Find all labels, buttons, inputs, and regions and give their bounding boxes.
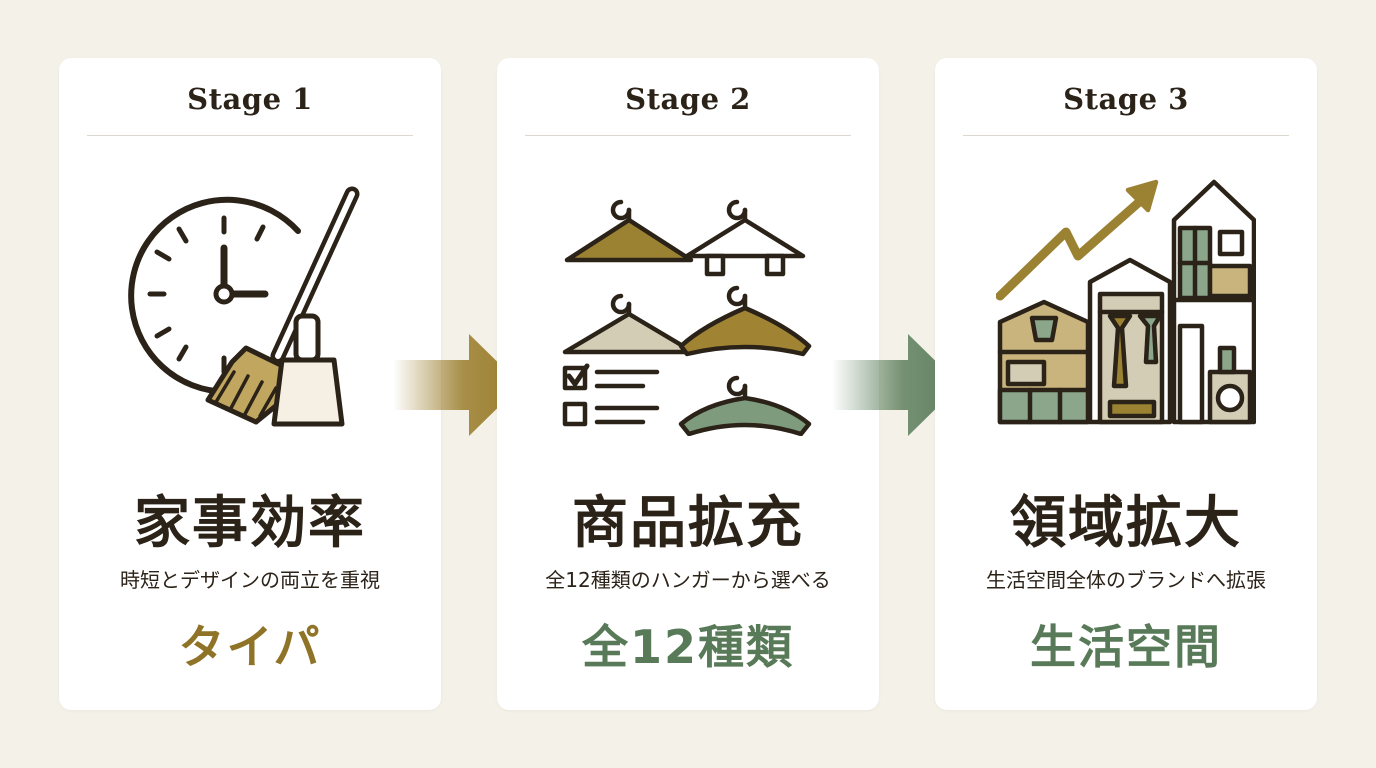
stage-label: Stage 1 (187, 82, 313, 116)
arrow-right-icon (832, 334, 960, 436)
stage-label: Stage 2 (625, 82, 751, 116)
stage-subtitle: 時短とデザインの両立を重視 (120, 568, 380, 592)
stage-subtitle: 生活空間全体のブランドへ拡張 (986, 568, 1266, 592)
divider (525, 135, 851, 136)
stage-keyword: 全12種類 (581, 620, 794, 674)
arrow-right-icon (393, 334, 521, 436)
hangers-checklist-icon (562, 199, 812, 436)
stage-label: Stage 3 (1063, 82, 1189, 116)
stage-title: 領域拡大 (1010, 490, 1242, 556)
stage-card-1: Stage 1 (59, 58, 441, 710)
divider (963, 135, 1289, 136)
stage-title: 商品拡充 (572, 490, 804, 556)
stage-keyword: 生活空間 (1030, 620, 1222, 674)
divider (87, 135, 413, 136)
stage-title: 家事効率 (134, 490, 366, 556)
stage-card-3: Stage 3 (935, 58, 1317, 710)
rising-arrow-house-icon (996, 179, 1256, 425)
stage-subtitle: 全12種類のハンガーから選べる (545, 568, 831, 592)
clock-broom-dustpan-icon (128, 186, 360, 427)
stage-card-2: Stage 2 商品拡 (497, 58, 879, 710)
stage-keyword: タイパ (178, 620, 322, 674)
